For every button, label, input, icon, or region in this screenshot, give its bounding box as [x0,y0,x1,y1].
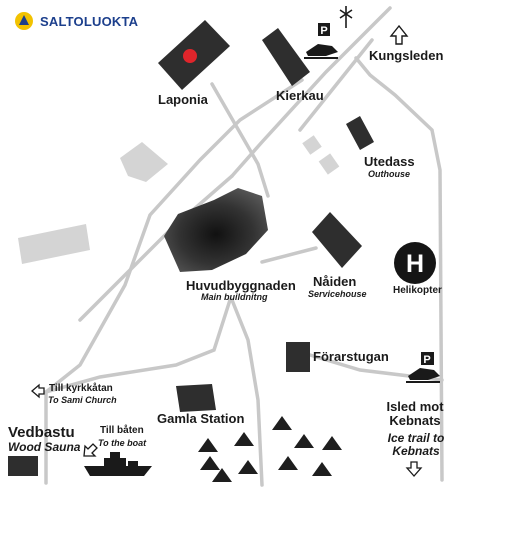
laponia-marker [183,49,197,63]
label-church-en: To Sami Church [48,395,117,405]
label-isled-en: Ice trail to Kebnats [387,431,445,458]
tent-icon [198,438,218,452]
ghost-building-center [120,142,168,182]
label-naiden: Nåiden [313,274,357,289]
road-utedass [298,38,374,132]
label-boat-en: To the boat [98,438,147,448]
parking-sign-north: P [318,23,330,37]
tent-icon [278,456,298,470]
building-huvudbyggnaden [164,188,268,272]
label-isled: Isled mot Kebnats [386,399,444,428]
arrow-left-icon [31,383,45,399]
snowmobile-icon [406,368,440,383]
ghost-hut-2 [318,153,340,175]
svg-text:P: P [423,354,430,366]
building-naiden [312,212,362,268]
boat-icon [84,452,152,476]
ghost-buildings [18,135,340,264]
road-kierkau [44,78,304,394]
tent-icon [238,460,258,474]
label-kungsleden: Kungsleden [369,48,444,63]
label-boat: Till båten [100,425,144,436]
label-gamla-station: Gamla Station [157,411,245,426]
tents [198,416,342,482]
label-forarstugan: Förarstugan [313,349,389,364]
building-vedbastu [8,456,38,476]
road-naiden [260,246,318,264]
label-utedass: Utedass [364,154,415,169]
tent-icon [294,434,314,448]
building-gamla-station [176,384,216,412]
ghost-hut-1 [302,135,322,155]
building-forarstugan [286,342,310,372]
label-utedass-en: Outhouse [368,169,410,179]
building-kierkau [262,28,310,86]
tent-icon [312,462,332,476]
helipad-letter: H [406,250,424,278]
tent-icon [322,436,342,450]
road-kungsleden [354,56,444,482]
svg-text:P: P [320,25,327,37]
tent-icon [200,456,220,470]
road-main-north [230,6,392,178]
saltoluokta-logo-icon [15,12,33,30]
label-huvudbyggnaden-en: Main buildnitng [201,292,268,302]
tent-icon [212,468,232,482]
label-huvudbyggnaden: Huvudbyggnaden [186,278,296,293]
arrow-down-left-icon [83,443,98,457]
arrow-down-icon [405,461,423,477]
tent-icon [234,432,254,446]
road-south [44,298,232,394]
snowmobile-icon [304,44,338,59]
antenna-icon [339,6,353,28]
road-southeast [230,298,264,487]
buildings [8,20,374,476]
ghost-building-west [18,224,90,264]
roads [44,6,444,487]
label-church: Till kyrkkåtan [49,383,113,394]
brand-name: SALTOLUOKTA [40,13,139,29]
label-helikopter: Helikopter [393,285,442,296]
building-utedass [346,116,374,150]
label-naiden-en: Servicehouse [308,289,367,299]
label-laponia: Laponia [158,92,208,107]
label-vedbastu: Vedbastu [8,424,75,441]
tent-icon [272,416,292,430]
road-laponia [210,82,270,198]
helipad: H [394,242,436,284]
arrow-up-icon [389,24,409,45]
label-kierkau: Kierkau [276,88,324,103]
brand-logo: SALTOLUOKTA [14,11,138,31]
road-west [78,174,234,322]
parking-sign-south: P [421,352,434,366]
label-vedbastu-en: Wood Sauna [8,440,81,454]
